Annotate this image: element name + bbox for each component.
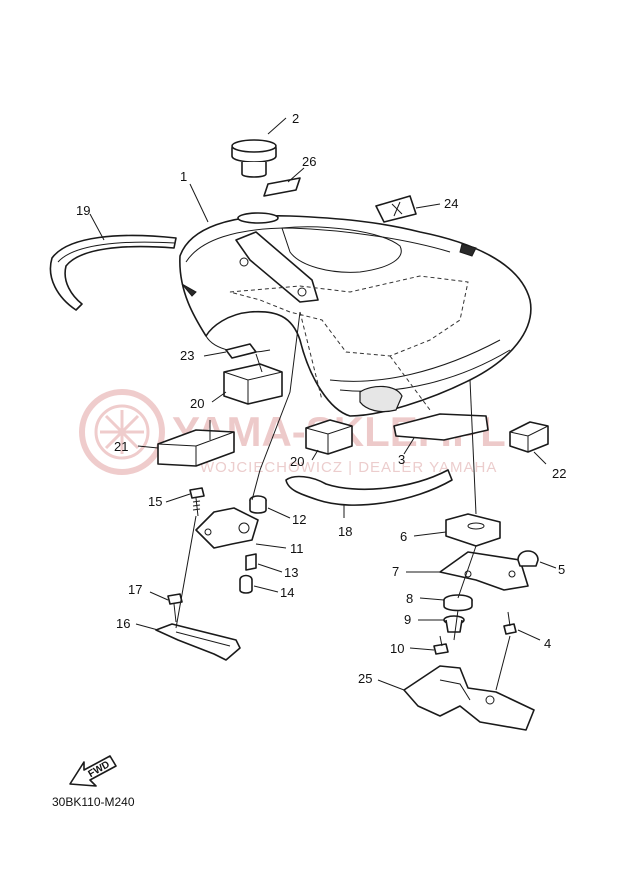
part-15-bolt	[189, 487, 205, 517]
callout-15: 15	[148, 494, 162, 509]
callout-8: 8	[406, 591, 413, 606]
part-26-label	[263, 177, 301, 197]
callout-14: 14	[280, 585, 294, 600]
part-20-damper-upper	[223, 363, 283, 405]
part-6-damper	[445, 513, 501, 547]
part-25-bracket	[403, 665, 535, 731]
callout-10: 10	[390, 641, 404, 656]
callout-17: 17	[128, 582, 142, 597]
watermark-tagline: WOJCIECHOWICZ | DEALER YAMAHA	[200, 459, 497, 476]
part-20-damper-lower	[305, 419, 353, 455]
watermark-logo	[79, 389, 165, 475]
part-23-pad	[225, 343, 257, 359]
part-3-damper	[393, 413, 489, 441]
callout-4: 4	[544, 636, 551, 651]
callout-9: 9	[404, 612, 411, 627]
callout-19: 19	[76, 203, 90, 218]
part-5-nut	[517, 550, 539, 567]
left-bracket-assembly	[155, 487, 267, 661]
connector-lines	[209, 311, 477, 515]
callout-7: 7	[392, 564, 399, 579]
callouts: 2 26 1 19 24 23 20 21 20 3 22 18 15 12 1…	[76, 111, 566, 691]
part-13-collar	[245, 553, 257, 571]
callout-18: 18	[338, 524, 352, 539]
callout-20a: 20	[190, 396, 204, 411]
part-7-bracket	[439, 551, 529, 591]
part-14-bolt	[239, 574, 253, 594]
callout-22: 22	[552, 466, 566, 481]
callout-6: 6	[400, 529, 407, 544]
callout-3: 3	[398, 452, 405, 467]
callout-21: 21	[114, 439, 128, 454]
callout-23: 23	[180, 348, 194, 363]
part-10-bolt	[433, 635, 449, 655]
part-21-damper-long	[157, 429, 235, 467]
diagram-code: 30BK110-M240	[52, 795, 135, 809]
part-9-collar	[443, 615, 465, 633]
callout-20b: 20	[290, 454, 304, 469]
part-11-plate	[195, 507, 259, 549]
callout-1: 1	[180, 169, 187, 184]
callout-16: 16	[116, 616, 130, 631]
callout-13: 13	[284, 565, 298, 580]
callout-12: 12	[292, 512, 306, 527]
callout-25: 25	[358, 671, 372, 686]
part-4-bolt	[503, 611, 517, 635]
part-22-damper	[509, 421, 549, 453]
part-19-side-strip	[49, 234, 177, 311]
callout-26: 26	[302, 154, 316, 169]
right-bracket-assembly	[403, 513, 539, 731]
part-24-emblem	[375, 195, 417, 223]
callout-11: 11	[290, 541, 304, 556]
fwd-label: FWD	[87, 759, 112, 780]
fwd-arrow: FWD	[69, 755, 117, 787]
callout-5: 5	[558, 562, 565, 577]
part-12-grommet	[249, 495, 267, 514]
part-17-bolt	[167, 593, 183, 623]
callout-24: 24	[444, 196, 458, 211]
callout-2: 2	[292, 111, 299, 126]
part-16-bracket	[155, 623, 241, 661]
part-18-strip	[285, 469, 453, 506]
part-2-fuel-cap	[231, 139, 277, 178]
